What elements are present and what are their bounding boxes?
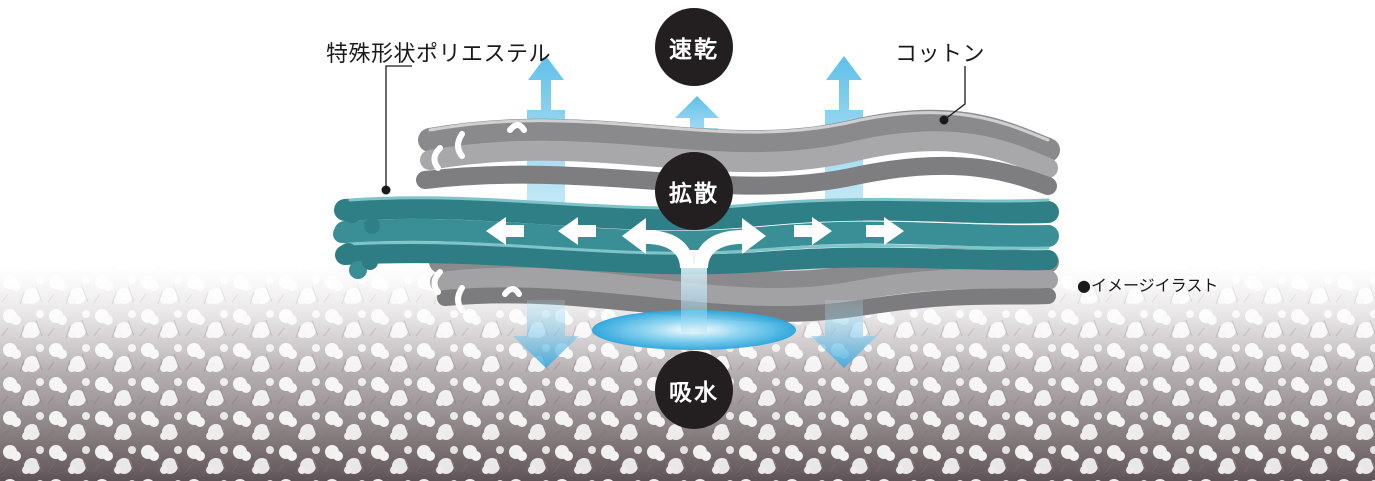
absorb-badge: 吸水 bbox=[655, 351, 733, 429]
arrow-right-icon bbox=[866, 217, 904, 245]
polyester-leader bbox=[385, 65, 412, 190]
cotton-label: コットン bbox=[895, 42, 986, 67]
arrow-right-icon bbox=[794, 217, 832, 245]
arrow-down-icon bbox=[811, 300, 877, 368]
cotton-leader bbox=[943, 66, 966, 121]
leader-dot-icon bbox=[939, 115, 949, 125]
absorb-badge-text: 吸水 bbox=[669, 380, 719, 406]
diffuse-badge-text: 拡散 bbox=[669, 181, 719, 207]
quick-dry-badge-text: 速乾 bbox=[669, 37, 719, 63]
arrow-left-icon bbox=[486, 217, 524, 245]
leader-dot-icon bbox=[381, 185, 391, 195]
cotton-fiber-ends bbox=[431, 122, 527, 313]
curved-arrow-icon bbox=[622, 218, 766, 268]
polyester-label: 特殊形状ポリエステル bbox=[326, 42, 552, 67]
arrow-down-icon bbox=[513, 300, 579, 368]
illustration-note: ●イメージイラスト bbox=[1077, 276, 1219, 295]
diffuse-badge: 拡散 bbox=[655, 152, 733, 230]
arrow-left-icon bbox=[558, 217, 596, 245]
quick-dry-badge: 速乾 bbox=[655, 8, 733, 86]
